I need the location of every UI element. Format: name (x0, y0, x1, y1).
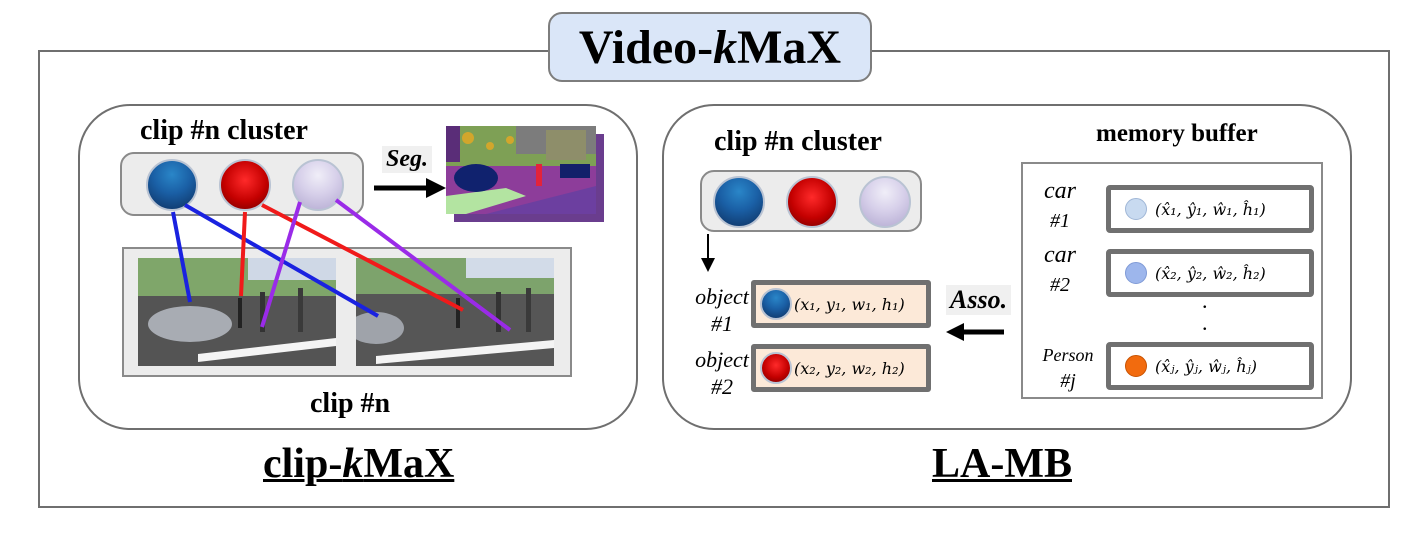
seg-label: Seg. (382, 146, 432, 173)
memory-buffer-label: memory buffer (1096, 120, 1258, 147)
memory-2-coords: (x̂₂, ŷ₂, ŵ₂, ĥ₂) (1155, 263, 1266, 283)
ellipsis-dot-1: . (1202, 288, 1208, 313)
object-1-id: #1 (711, 311, 733, 336)
right-cluster-red-circle (786, 176, 838, 228)
memory-3-coords: (x̂ⱼ, ŷⱼ, ŵⱼ, ĥⱼ) (1155, 356, 1257, 376)
memory-1-tag: car #1 (1030, 176, 1090, 236)
memory-2-swatch (1125, 262, 1147, 284)
asso-arrow (946, 323, 1004, 341)
frame-2-image (356, 258, 554, 366)
memory-2-name: car (1044, 242, 1076, 268)
left-cluster-label: clip #n cluster (140, 115, 308, 146)
object-2-swatch (760, 352, 792, 384)
down-arrow (701, 234, 715, 272)
caption-suffix: MaX (363, 441, 455, 487)
segmentation-output-image (446, 126, 604, 222)
right-cluster-lavender-circle (859, 176, 911, 228)
title-suffix: MaX (737, 20, 842, 74)
memory-3-swatch (1125, 355, 1147, 377)
object-2-tag: object #2 (668, 346, 776, 400)
la-mb-caption: LA-MB (932, 441, 1072, 487)
seg-arrow (374, 178, 446, 198)
ellipsis-dot-2: . (1202, 310, 1208, 335)
right-cluster-blue-circle (713, 176, 765, 228)
clip-kmax-caption: clip-kMaX (263, 440, 454, 488)
memory-3-tag: Person #j (1030, 342, 1106, 394)
memory-3-slot: (x̂ⱼ, ŷⱼ, ŵⱼ, ĥⱼ) (1106, 342, 1314, 390)
memory-1-name: car (1044, 178, 1076, 204)
memory-1-slot: (x̂₁, ŷ₁, ŵ₁, ĥ₁) (1106, 185, 1314, 233)
memory-1-coords: (x̂₁, ŷ₁, ŵ₁, ĥ₁) (1155, 199, 1266, 219)
memory-2-tag: car #2 (1030, 240, 1090, 300)
memory-3-name: Person (1042, 345, 1094, 365)
memory-2-id: #2 (1050, 274, 1070, 296)
object-2-id: #2 (711, 374, 733, 399)
asso-label: Asso. (946, 285, 1012, 315)
object-1-box: (x₁, y₁, w₁, h₁) (751, 280, 931, 328)
object-1-swatch (760, 288, 792, 320)
title-k: k (713, 20, 738, 74)
memory-3-id: #j (1060, 370, 1076, 392)
object-1-name: object (695, 284, 749, 309)
object-2-name: object (695, 347, 749, 372)
cluster-red-circle (219, 159, 271, 211)
clip-n-label: clip #n (310, 388, 391, 419)
cluster-lavender-circle (292, 159, 344, 211)
object-2-box: (x₂, y₂, w₂, h₂) (751, 344, 931, 392)
memory-1-swatch (1125, 198, 1147, 220)
object-2-coords: (x₂, y₂, w₂, h₂) (794, 358, 905, 378)
caption-k: k (342, 441, 364, 487)
title-prefix: Video- (578, 20, 714, 74)
object-1-tag: object #1 (668, 283, 776, 337)
cluster-blue-circle (146, 159, 198, 211)
object-1-coords: (x₁, y₁, w₁, h₁) (794, 294, 905, 314)
right-cluster-label: clip #n cluster (714, 126, 882, 157)
memory-2-slot: (x̂₂, ŷ₂, ŵ₂, ĥ₂) (1106, 249, 1314, 297)
frame-1-image (138, 258, 336, 366)
memory-1-id: #1 (1050, 210, 1070, 232)
caption-prefix: clip- (263, 441, 343, 487)
